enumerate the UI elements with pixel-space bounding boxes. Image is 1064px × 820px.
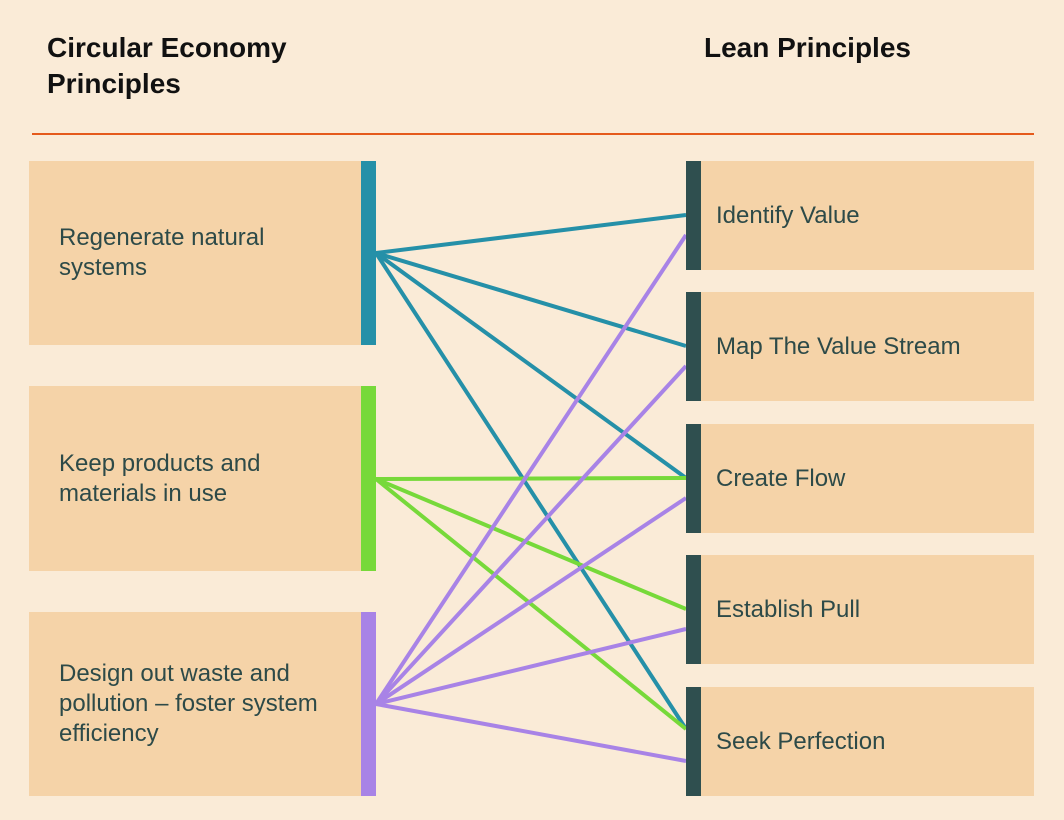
lean-principle-seek-perfection: Seek Perfection (686, 687, 1034, 796)
circular-principle-design-out-waste: Design out waste and pollution – foster … (29, 612, 376, 796)
lean-principle-label: Create Flow (716, 464, 846, 492)
lean-principle-create-flow: Create Flow (686, 424, 1034, 533)
link-design-out-waste-to-seek-perfection (375, 702, 687, 763)
link-keep-in-use-to-seek-perfection (374, 477, 688, 731)
circular-principle-keep-in-use: Keep products and materials in use (29, 386, 376, 571)
header-divider (32, 133, 1034, 135)
lean-principle-label: Map The Value Stream (716, 332, 961, 360)
link-design-out-waste-to-establish-pull (375, 627, 687, 706)
lean-principle-label: Seek Perfection (716, 727, 886, 755)
lean-principle-bar (686, 687, 701, 796)
circular-principle-label: Keep products and materials in use (59, 449, 261, 507)
circular-economy-heading: Circular Economy Principles (47, 32, 287, 99)
link-regenerate-to-map-value-stream (375, 251, 687, 348)
link-design-out-waste-to-create-flow (374, 496, 688, 706)
lean-principle-map-value-stream: Map The Value Stream (686, 292, 1034, 401)
circular-principle-bar (361, 161, 376, 345)
link-keep-in-use-to-create-flow (375, 476, 687, 481)
lean-principle-bar (686, 161, 701, 270)
link-keep-in-use-to-establish-pull (375, 477, 687, 611)
lean-principle-identify-value: Identify Value (686, 161, 1034, 270)
link-design-out-waste-to-map-value-stream (374, 364, 688, 706)
link-design-out-waste-to-identify-value (374, 233, 688, 706)
lean-principles-heading: Lean Principles (704, 32, 911, 63)
lean-principle-bar (686, 424, 701, 533)
link-regenerate-to-create-flow (374, 251, 688, 480)
lean-principle-bar (686, 555, 701, 664)
lean-principle-bar (686, 292, 701, 401)
circular-principle-bar (361, 386, 376, 571)
circular-principle-bar (361, 612, 376, 796)
link-regenerate-to-identify-value (375, 213, 687, 255)
lean-principle-label: Identify Value (716, 201, 860, 229)
circular-principle-label: Regenerate natural systems (59, 224, 265, 281)
circular-principle-label: Design out waste and pollution – foster … (59, 660, 318, 747)
circular-principle-regenerate: Regenerate natural systems (29, 161, 376, 345)
lean-principle-label: Establish Pull (716, 595, 861, 623)
link-regenerate-to-seek-perfection (374, 251, 688, 731)
lean-principle-establish-pull: Establish Pull (686, 555, 1034, 664)
